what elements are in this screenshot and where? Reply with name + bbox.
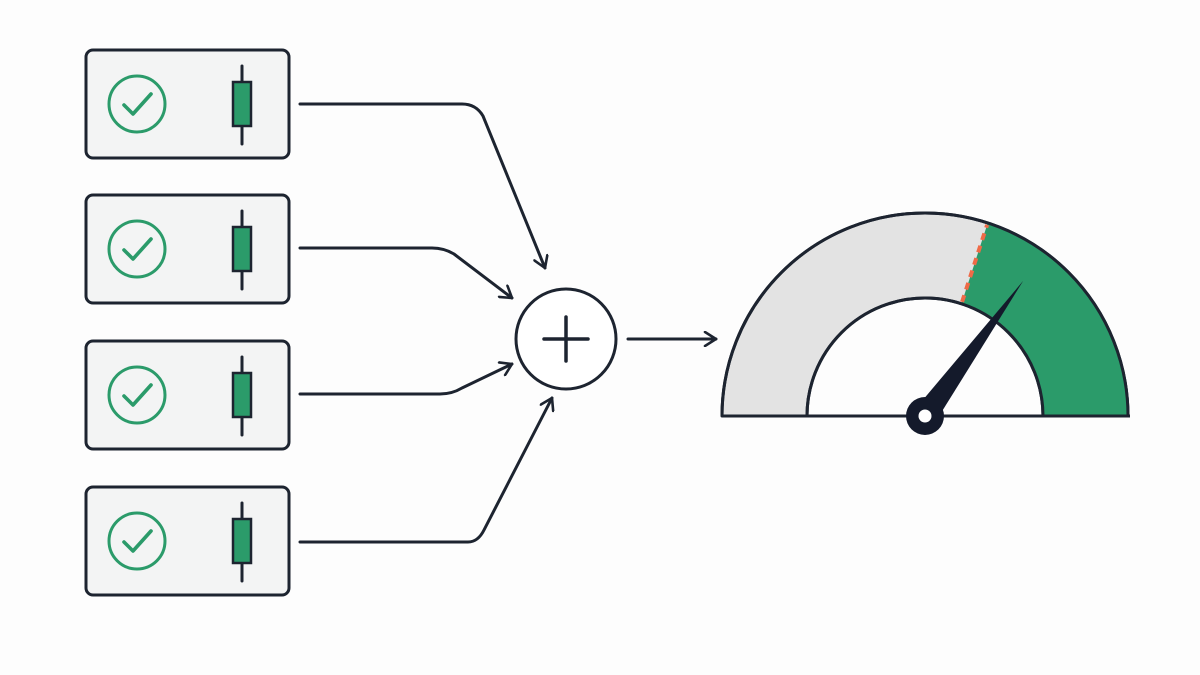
input-card-1 bbox=[84, 48, 291, 160]
combiner-node bbox=[514, 287, 618, 391]
gauge-outline bbox=[720, 211, 1130, 417]
check-icon bbox=[107, 365, 167, 425]
connector-arrows bbox=[298, 102, 552, 544]
gauge-green-zone bbox=[961, 222, 1128, 416]
connector-arrow-3 bbox=[298, 364, 514, 396]
candlestick-icon bbox=[231, 209, 253, 291]
input-card-2 bbox=[84, 193, 291, 305]
connector-arrow-1 bbox=[298, 102, 545, 270]
connector-arrow-4 bbox=[298, 396, 552, 544]
gauge-threshold-marker bbox=[960, 224, 990, 303]
gauge-hub-center bbox=[918, 409, 932, 423]
input-cards bbox=[84, 48, 291, 597]
candlestick-icon bbox=[231, 355, 253, 437]
candlestick-icon bbox=[231, 64, 253, 146]
connector-arrow-2 bbox=[298, 246, 514, 300]
gauge-meter bbox=[720, 211, 1130, 435]
input-card-3 bbox=[84, 339, 291, 451]
check-icon bbox=[107, 74, 167, 134]
candlestick-icon bbox=[231, 501, 253, 583]
plus-icon bbox=[542, 315, 590, 363]
gauge-needle bbox=[915, 280, 1024, 424]
check-icon bbox=[107, 511, 167, 571]
check-icon bbox=[107, 219, 167, 279]
input-card-4 bbox=[84, 485, 291, 597]
